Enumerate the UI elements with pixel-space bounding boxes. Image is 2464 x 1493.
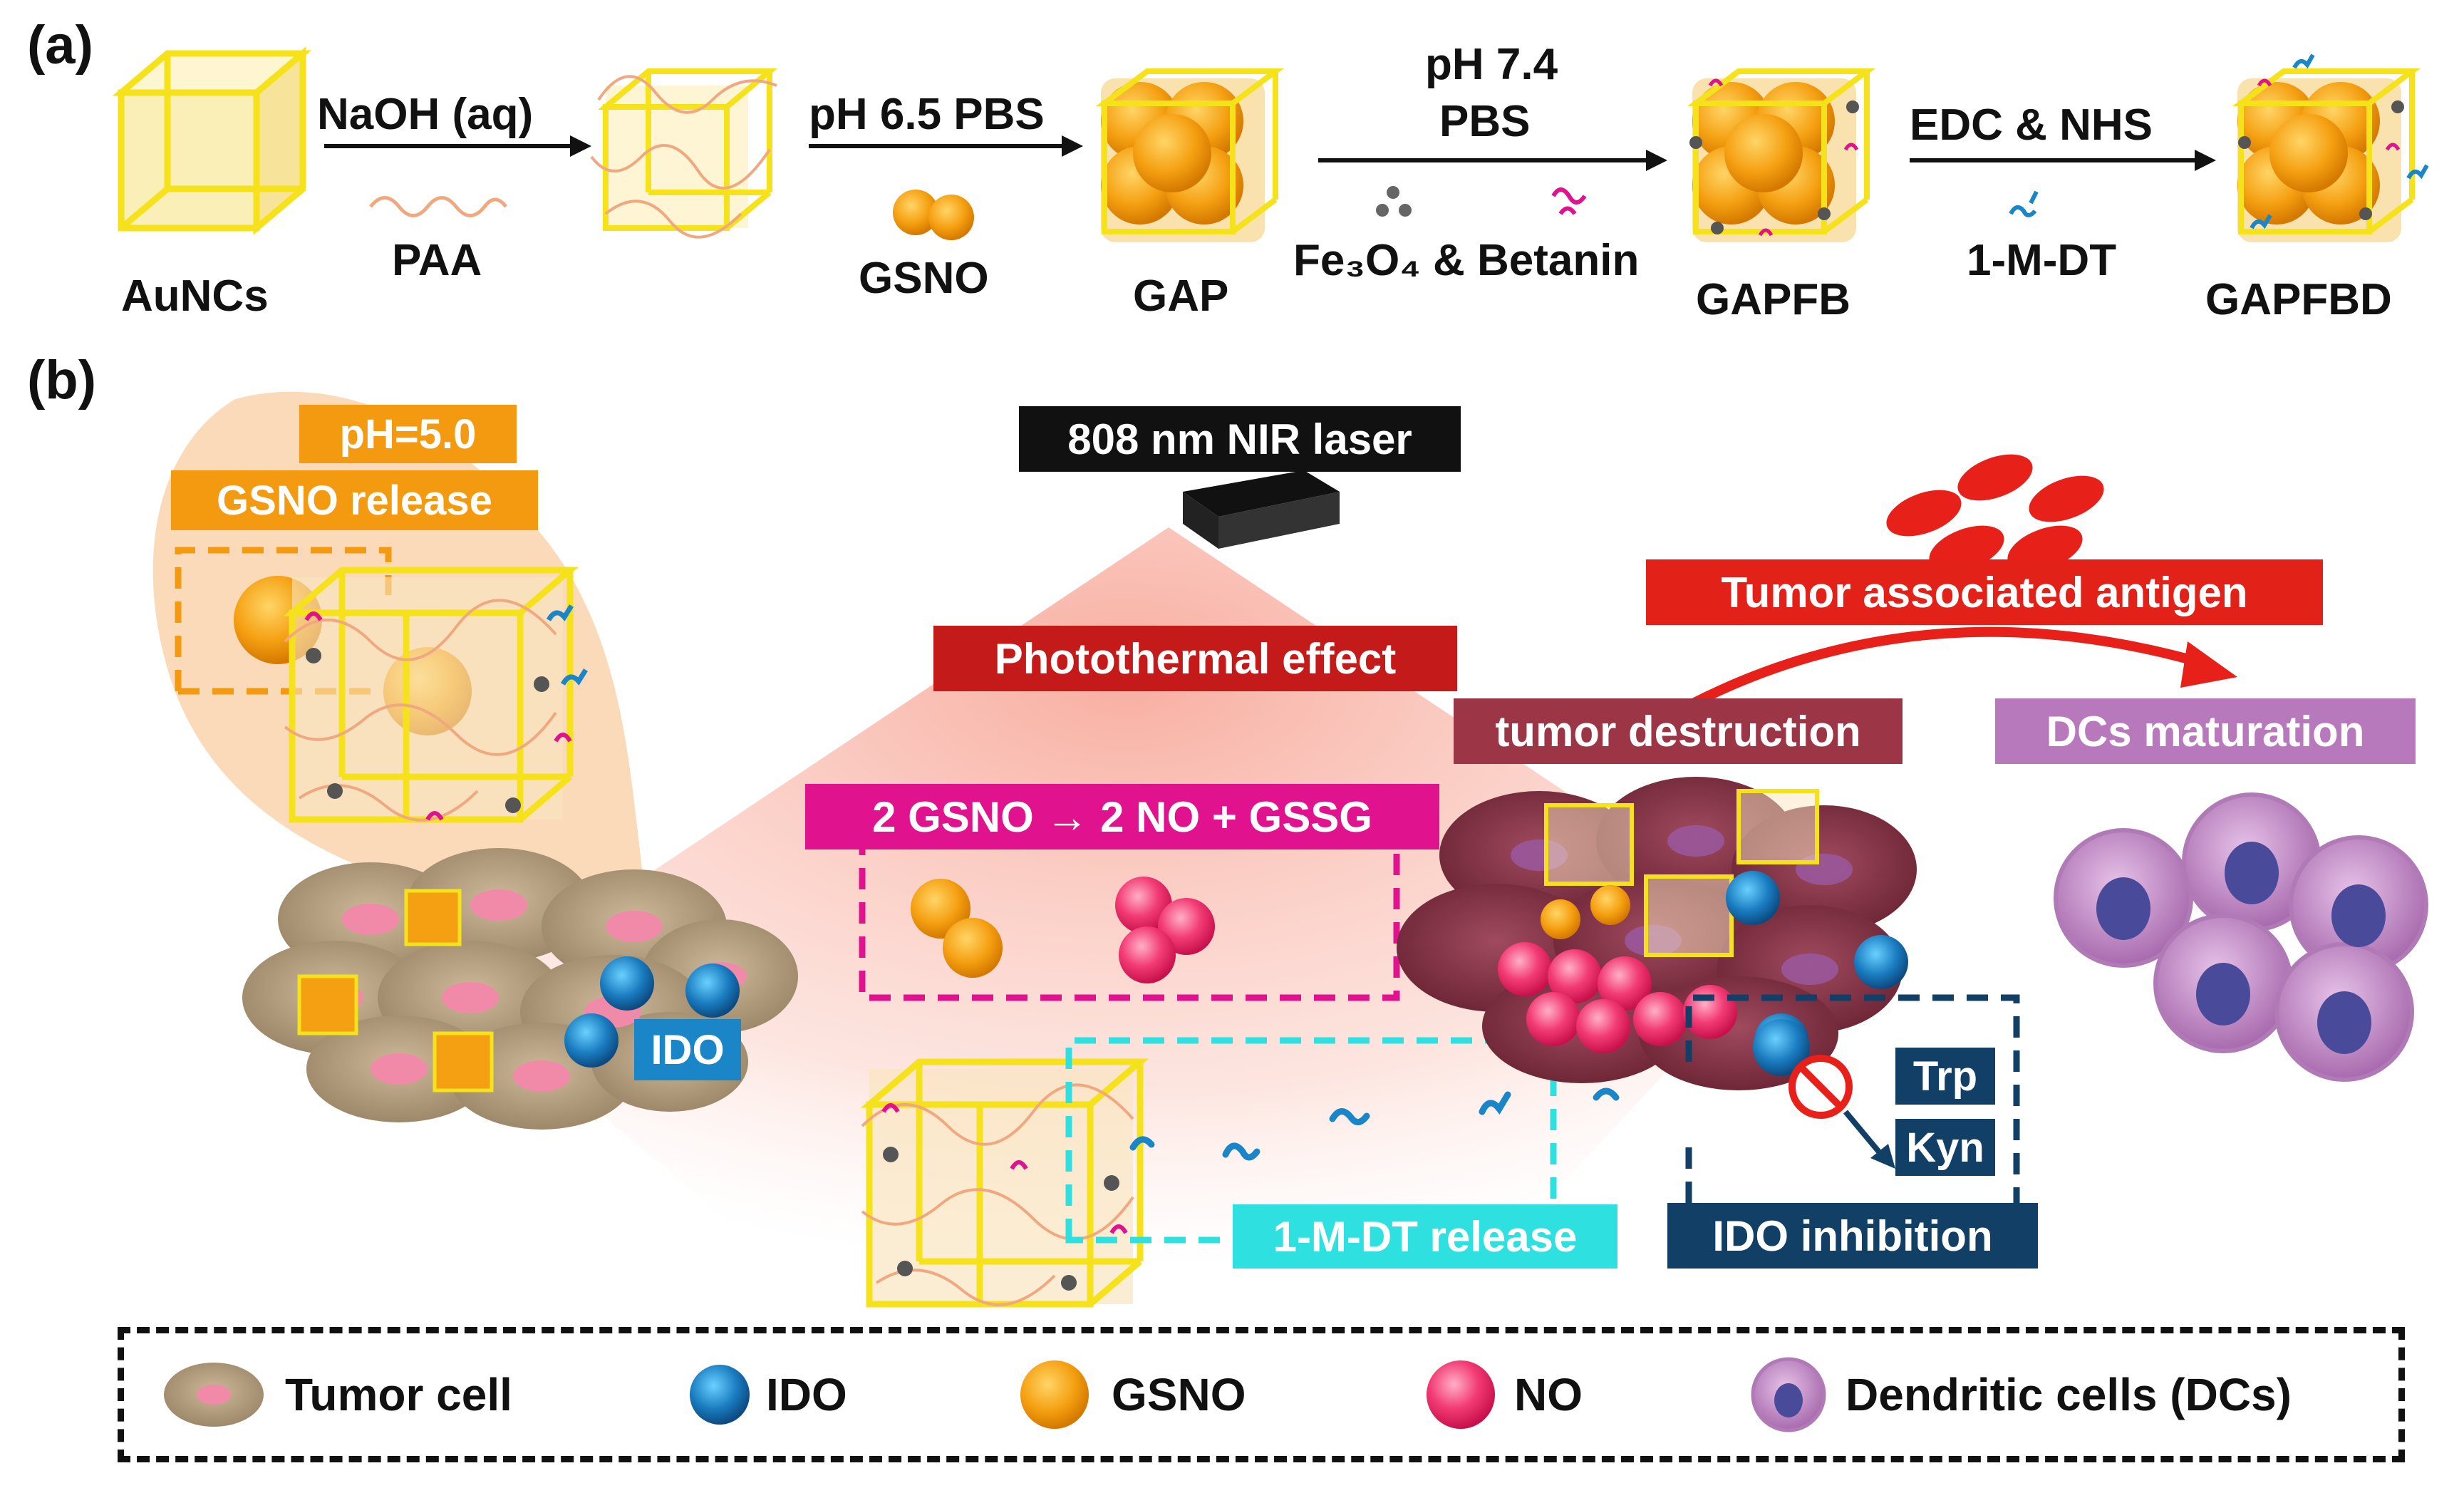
legend-dc-label: Dendritic cells (DCs): [1846, 1369, 2292, 1420]
laser-box: 808 nm NIR laser: [1019, 406, 1461, 472]
gsno-pair-icon: [893, 190, 974, 240]
reaction-box: 2 GSNO → 2 NO + GSSG: [805, 784, 1439, 849]
tumor-destruction-box: tumor destruction: [1454, 698, 1903, 764]
panel-label-a: (a): [27, 15, 93, 76]
legend-gsno-icon: [1020, 1360, 1089, 1429]
no-molecule: [1115, 877, 1215, 983]
gapfbd-label: GAPFBD: [2205, 275, 2392, 324]
gsno-release-box: GSNO release: [171, 470, 538, 530]
legend-gsno-label: GSNO: [1112, 1369, 1246, 1420]
mdt-icon: [2009, 190, 2039, 217]
gsno-molecule: [911, 879, 1003, 978]
mdt-label: 1-M-DT: [1967, 236, 2117, 285]
legend: [118, 1327, 2405, 1462]
released-cube: [234, 567, 588, 823]
paa-cube: [590, 68, 778, 239]
gapfb-label: GAPFB: [1696, 275, 1850, 324]
ido-enzyme-icon: [1753, 1019, 1810, 1076]
ido-box: IDO: [634, 1019, 741, 1080]
fe3o4-betanin-label: Fe₃O₄ & Betanin: [1293, 236, 1640, 285]
pbs65-label: pH 6.5 PBS: [809, 90, 1045, 139]
aunc-cube: [112, 46, 312, 235]
paa-label: PAA: [392, 236, 482, 285]
gapfbd-cube: [2232, 53, 2429, 242]
mdt-release-box: 1-M-DT release: [1233, 1204, 1617, 1269]
gap-cube: [1096, 68, 1284, 242]
dendritic-cells: [2054, 792, 2428, 1082]
no-entry-icon: [1789, 1055, 1853, 1119]
gap-label: GAP: [1133, 272, 1229, 321]
trp-kyn-arrow: [1843, 1110, 1884, 1157]
tumor-cluster-left: [242, 848, 798, 1130]
tumor-antigen-box: Tumor associated antigen: [1646, 559, 2323, 625]
ph74-label: pH 7.4: [1425, 40, 1558, 89]
paa-strand-icon: [369, 196, 507, 217]
kyn-box: Kyn: [1895, 1119, 1995, 1176]
naoh-label: NaOH (aq): [317, 90, 534, 139]
legend-ido-icon: [690, 1365, 750, 1425]
legend-ido-label: IDO: [766, 1369, 847, 1420]
synthesis-row: [112, 46, 2429, 242]
photothermal-box: Photothermal effect: [933, 626, 1457, 691]
small-cubes: [297, 889, 494, 1092]
gapfb-cube: [1687, 68, 1875, 242]
dcs-maturation-box: DCs maturation: [1995, 698, 2416, 764]
mdt-release-dashed-box: [1065, 1037, 1557, 1244]
ph5-box: pH=5.0: [299, 405, 517, 463]
gsno-label: GSNO: [859, 254, 989, 303]
mdt-releasing-cube: [860, 1058, 1149, 1308]
mdt-molecules: [1129, 1088, 1620, 1161]
legend-no-icon: [1427, 1360, 1495, 1429]
panel-label-b: (b): [27, 350, 97, 410]
legend-no-label: NO: [1514, 1369, 1583, 1420]
legend-dc-icon: [1751, 1357, 1826, 1432]
pbs-label: PBS: [1439, 97, 1531, 146]
trp-box: Trp: [1895, 1048, 1995, 1105]
broken-cubes: [1544, 789, 1819, 957]
aunc-label: AuNCs: [121, 272, 269, 321]
legend-tumor-cell-label: Tumor cell: [285, 1369, 512, 1420]
antigen-arrow: [1686, 626, 2203, 711]
no-generation-dashed-box: [859, 837, 1400, 1001]
ido-inhibition-box: IDO inhibition: [1667, 1203, 2038, 1269]
edc-nhs-label: EDC & NHS: [1910, 100, 2153, 150]
laser-device-icon: [1183, 470, 1340, 549]
legend-tumor-cell-icon: [164, 1363, 264, 1427]
betanin-icon: [1551, 187, 1587, 215]
fe3o4-icon: [1376, 186, 1412, 217]
